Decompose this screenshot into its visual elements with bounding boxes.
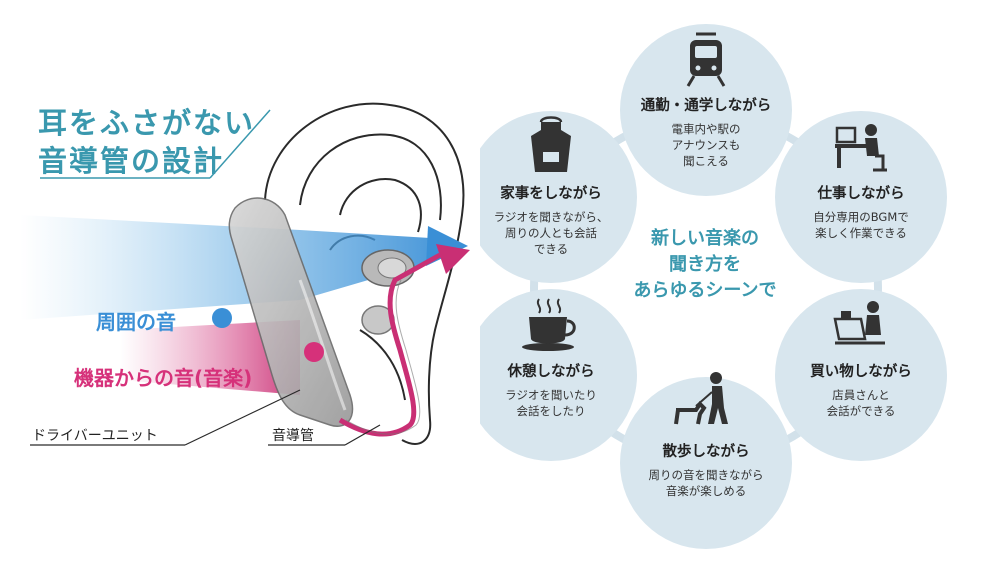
scene-shopping: 買い物しながら 店員さんと 会話ができる xyxy=(786,360,936,419)
scene-work: 仕事しながら 自分専用のBGMで 楽しく作業できる xyxy=(786,182,936,241)
device-arrow-head xyxy=(436,244,470,274)
scene-housework: 家事をしながら ラジオを聞きながら、 周りの人とも会話 できる xyxy=(476,182,626,257)
scene-desc: 店員さんと 会話ができる xyxy=(826,388,896,418)
dog-walk-icon xyxy=(674,372,728,425)
scene-desc: ラジオを聞きながら、 周りの人とも会話 できる xyxy=(493,210,609,256)
scene-name: 家事をしながら xyxy=(500,186,602,202)
ambient-sound-label: 周囲の音 xyxy=(96,310,176,334)
scene-desc: 周りの音を聞きながら 音楽が楽しめる xyxy=(648,468,764,498)
scene-name: 休憩しながら xyxy=(507,364,595,380)
sound-tube-label: 音導管 xyxy=(272,428,314,444)
scene-desc: 電車内や駅の アナウンスも 聞こえる xyxy=(671,122,741,168)
ambient-dot xyxy=(212,308,232,328)
ear-tip xyxy=(361,249,415,335)
scene-name: 買い物しながら xyxy=(810,364,912,380)
title-line-2: 音導管の設計 xyxy=(38,144,225,178)
scene-name: 仕事しながら xyxy=(817,186,905,202)
title-underline xyxy=(40,109,271,179)
scene-ring xyxy=(480,24,947,549)
ambient-sound-beam xyxy=(20,215,430,320)
scene-circle-1 xyxy=(620,24,792,196)
center-message: 新しい音楽の 聞き方を あらゆるシーンで xyxy=(633,228,777,301)
ear-diagram xyxy=(20,102,470,446)
train-icon xyxy=(686,32,726,87)
scene-desc: 自分専用のBGMで 楽しく作業できる xyxy=(813,210,909,240)
apron-icon xyxy=(531,116,571,172)
device-sound-beam xyxy=(120,320,300,395)
leader-lines xyxy=(30,389,381,446)
scene-commute: 通勤・通学しながら 電車内や駅の アナウンスも 聞こえる xyxy=(631,94,781,169)
driver-unit xyxy=(228,197,354,427)
scene-circle-5 xyxy=(480,289,637,461)
scene-circle-4 xyxy=(620,377,792,549)
scene-circle-6 xyxy=(480,111,637,283)
title-line-1: 耳をふさがない xyxy=(38,106,256,140)
driver-unit-label: ドライバーユニット xyxy=(32,428,158,444)
scene-name: 散歩しながら xyxy=(662,444,750,460)
desk-work-icon xyxy=(835,124,887,172)
scene-break: 休憩しながら ラジオを聞いたり 会話をしたり xyxy=(476,360,626,419)
scene-circle-3 xyxy=(775,289,947,461)
scene-desc: ラジオを聞いたり 会話をしたり xyxy=(505,388,597,418)
shopping-icon xyxy=(833,301,885,345)
coffee-cup-icon xyxy=(522,298,576,351)
scene-name: 通勤・通学しながら xyxy=(640,98,772,114)
device-sound-label: 機器からの音(音楽) xyxy=(74,366,253,390)
device-dot xyxy=(304,342,324,362)
scene-circle-2 xyxy=(775,111,947,283)
scene-walk: 散歩しながら 周りの音を聞きながら 音楽が楽しめる xyxy=(631,440,781,499)
